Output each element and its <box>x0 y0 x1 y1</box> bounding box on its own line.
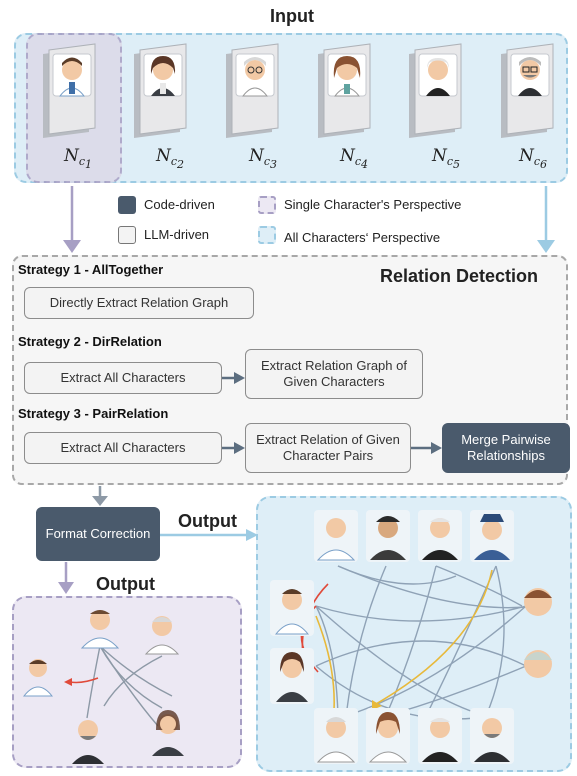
right-avatar-woman-dark <box>270 648 314 704</box>
all-perspective-label: All Characters‘ Perspective <box>284 230 441 245</box>
books-group <box>42 43 554 139</box>
right-avatar-rogue <box>366 510 410 562</box>
llm-driven-swatch <box>118 226 136 244</box>
book-icon-5 <box>408 43 462 139</box>
output-left-title: Output <box>96 574 155 594</box>
book-label-5: Nc5 <box>432 146 461 172</box>
extract-relation-pairs-box: Extract Relation of Given Character Pair… <box>245 423 411 473</box>
left-avatar-elder <box>144 616 180 655</box>
input-arrows <box>63 186 555 253</box>
strategy-3-label: Strategy 3 - PairRelation <box>18 406 169 421</box>
right-avatar-elder-woman <box>524 650 552 678</box>
left-output-graph <box>22 610 184 764</box>
strategy-1-label: Strategy 1 - AllTogether <box>18 262 164 277</box>
relation-detection-title: Relation Detection <box>380 266 539 286</box>
directly-extract-box: Directly Extract Relation Graph <box>24 287 254 319</box>
book-icon-2 <box>133 43 187 139</box>
strategy-arrows <box>222 372 442 454</box>
left-avatar-bearded <box>72 720 104 764</box>
book-icon-3 <box>225 43 279 139</box>
book-label-1: Nc1 <box>64 146 93 172</box>
format-arrows <box>58 486 258 594</box>
output-right-title: Output <box>178 511 237 531</box>
strategy-2-label: Strategy 2 - DirRelation <box>18 334 162 349</box>
all-perspective-swatch <box>258 226 276 244</box>
book-label-2: Nc2 <box>156 146 185 172</box>
format-correction-box: Format Correction <box>36 507 160 561</box>
book-icon-1 <box>42 43 96 139</box>
single-perspective-label: Single Character's Perspective <box>284 197 462 212</box>
book-icon-6 <box>500 43 554 139</box>
extract-relation-graph-given-box: Extract Relation Graph of Given Characte… <box>245 349 423 399</box>
right-avatar-boy <box>524 588 552 616</box>
right-avatar-doctor <box>314 510 358 562</box>
code-driven-swatch <box>118 196 136 214</box>
book-label-4: Nc4 <box>340 146 369 172</box>
right-avatar-elder-doctor <box>314 708 358 764</box>
book-label-3: Nc3 <box>249 146 278 172</box>
right-avatar-bearded <box>470 708 514 764</box>
code-driven-label: Code-driven <box>144 197 215 212</box>
llm-driven-label: LLM-driven <box>144 227 210 242</box>
right-avatar-police <box>470 510 514 562</box>
left-avatar-doctor <box>80 610 120 649</box>
right-avatar-old-priest <box>418 708 462 764</box>
single-perspective-swatch <box>258 196 276 214</box>
extract-all-characters-box-2: Extract All Characters <box>24 362 222 394</box>
right-avatar-nurse <box>366 708 410 764</box>
left-avatar-woman <box>152 710 184 756</box>
right-output-graph <box>270 510 552 764</box>
input-title: Input <box>270 6 314 26</box>
extract-all-characters-box-3: Extract All Characters <box>24 432 222 464</box>
right-avatar-priest <box>418 510 462 562</box>
merge-pairwise-box: Merge Pairwise Relationships <box>442 423 570 473</box>
book-icon-4 <box>317 43 371 139</box>
right-avatar-child <box>270 580 314 636</box>
book-label-6: Nc6 <box>519 146 548 172</box>
left-avatar-child <box>22 659 54 697</box>
